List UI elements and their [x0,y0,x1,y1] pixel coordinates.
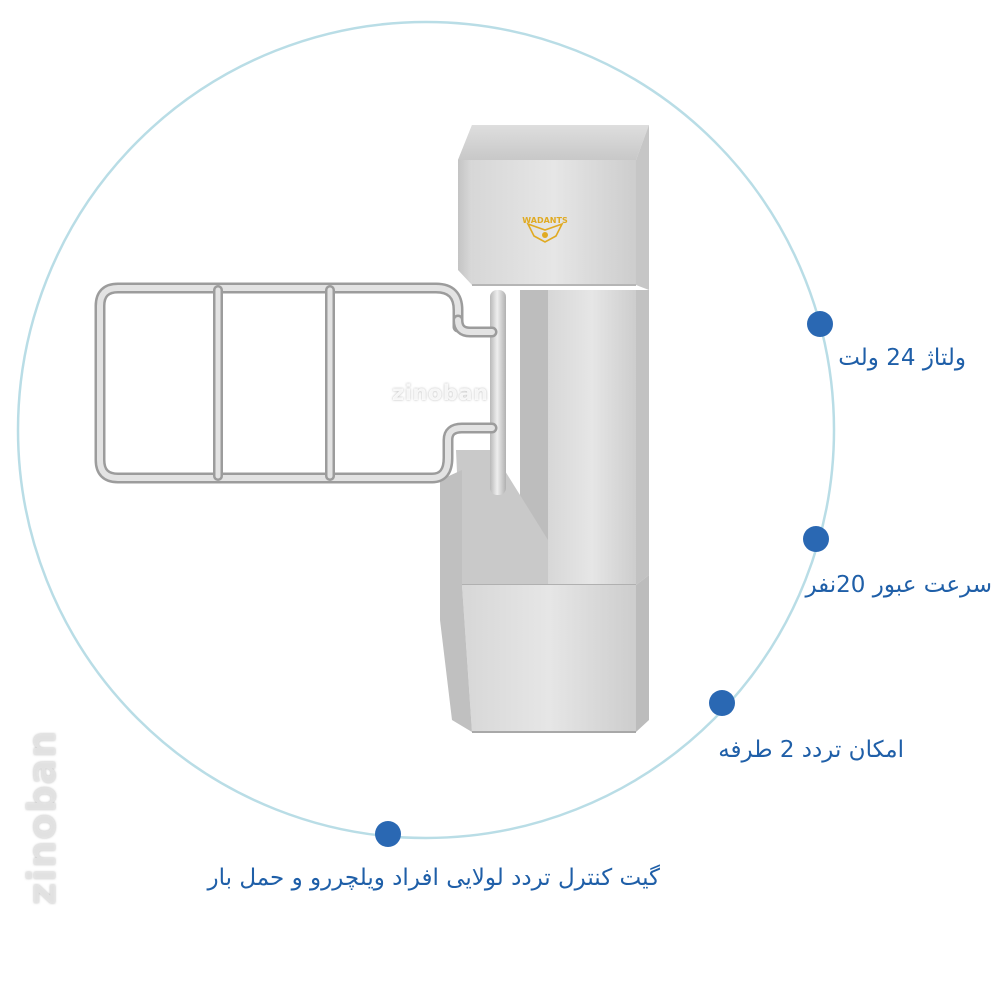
bullet-dot-icon [803,526,829,552]
product-caption: گیت کنترل تردد لولایی افراد ویلچررو و حم… [207,865,661,891]
feature-speed-label: سرعت عبور 20نفر [805,572,992,598]
brand-logo-icon: WADANTS [522,216,568,243]
watermark-side: zinoban [20,729,64,905]
bullet-dot-icon [375,821,401,847]
bullet-dot-icon [709,690,735,716]
svg-text:WADANTS: WADANTS [522,216,568,225]
frame-circle [16,20,836,840]
swing-gate-arm [94,282,498,484]
feature-voltage-label: ولتاژ 24 ولت [838,345,966,371]
watermark-center: zinoban [392,381,489,405]
bullet-dot-icon [807,311,833,337]
turnstile-cabinet [440,125,649,733]
feature-two-way-label: امکان تردد 2 طرفه [718,737,904,763]
